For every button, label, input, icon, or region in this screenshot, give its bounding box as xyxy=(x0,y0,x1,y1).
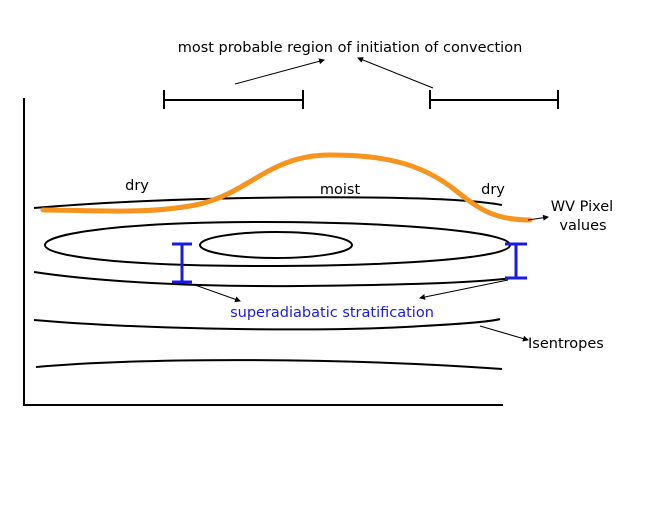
isentrope-inner-ellipse xyxy=(199,231,353,259)
region-bar-left xyxy=(163,90,304,109)
arrow-right-marker-to-label xyxy=(419,279,509,300)
superadiabatic-marker-left xyxy=(172,242,192,284)
label-superadiabatic: superadiabatic stratification xyxy=(230,305,434,321)
label-moist: moist xyxy=(320,182,361,198)
label-dry-right: dry xyxy=(481,182,505,198)
diagram-title: most probable region of initiation of co… xyxy=(178,40,523,56)
isentrope-lower xyxy=(33,271,514,288)
region-bar-right xyxy=(429,90,559,109)
wv-pixel-curve xyxy=(40,152,533,223)
arrow-isentrope-to-label xyxy=(479,325,529,342)
arrow-left-region-to-title xyxy=(234,58,325,85)
arrow-wv-curve-to-label xyxy=(527,214,549,221)
label-isentropes: Isentropes xyxy=(528,336,604,352)
label-wv-pixel: WV Pixel xyxy=(551,199,613,215)
arrow-left-marker-to-label xyxy=(194,284,241,303)
superadiabatic-marker-right xyxy=(505,242,527,280)
isentrope-middle xyxy=(33,318,501,331)
label-dry-left: dry xyxy=(125,178,149,194)
isentrope-bottom xyxy=(35,359,503,370)
label-wv-values: values xyxy=(559,218,606,234)
arrow-right-region-to-title xyxy=(357,57,434,89)
isentrope-top xyxy=(33,196,503,209)
isentrope-outer-ellipse xyxy=(43,220,512,268)
